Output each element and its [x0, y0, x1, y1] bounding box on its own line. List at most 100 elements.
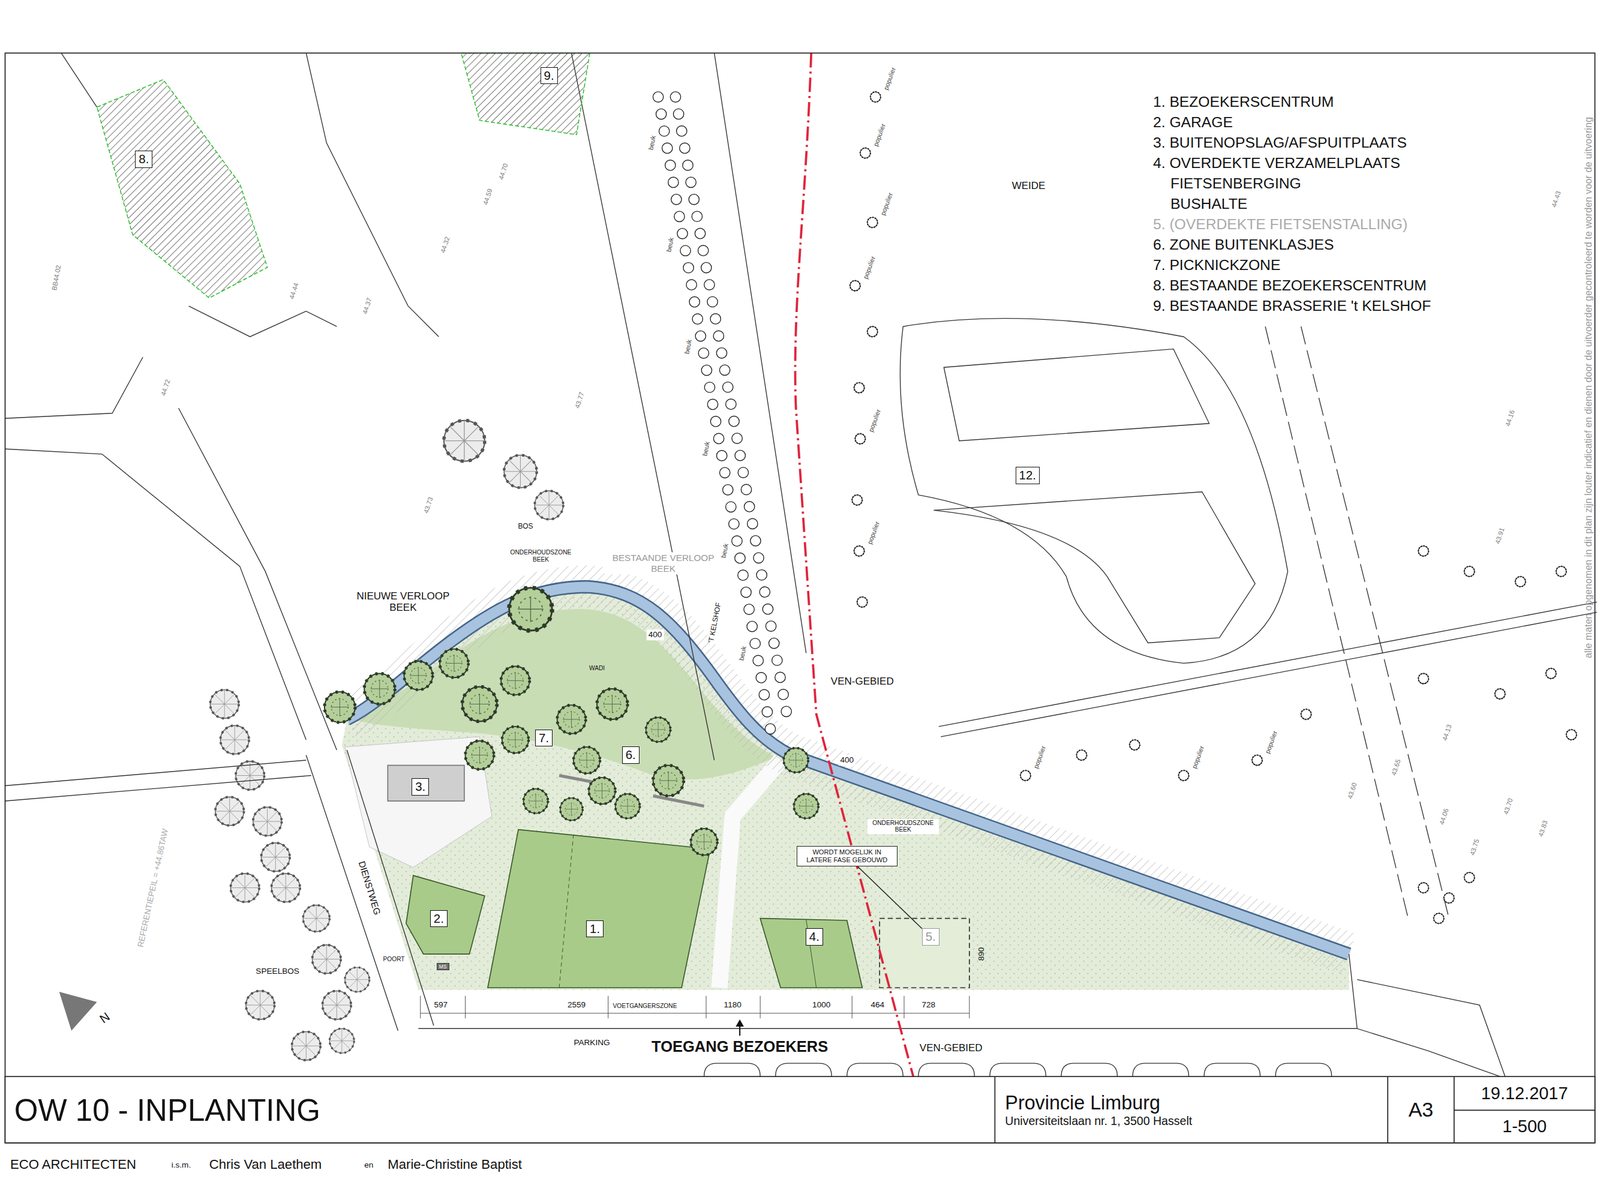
- plan-use: [503, 455, 537, 488]
- plan-path: [994, 1076, 1595, 1143]
- site-ground: [341, 586, 1350, 990]
- plan-use: [1020, 770, 1031, 781]
- legend-item: 4. OVERDEKTE VERZAMELPLAATS: [1153, 154, 1401, 172]
- plan-use: [364, 673, 395, 704]
- plan-use: [329, 1028, 354, 1053]
- leader-line: [857, 866, 923, 929]
- title-block: [5, 1076, 1596, 1143]
- plan-use: [215, 796, 245, 826]
- disclaimer-note: alle maten opgenomen in dit plan zijn lo…: [1582, 116, 1594, 659]
- title-block-cell: 1-500: [1454, 1110, 1596, 1143]
- credit: Marie-Christine Baptist: [387, 1156, 522, 1172]
- plan-use: [1301, 709, 1312, 720]
- plan-use: [462, 686, 498, 722]
- topography: [5, 52, 1598, 1077]
- area-name: BOS: [517, 522, 533, 531]
- plan-use: [245, 990, 275, 1020]
- plan-path: [5, 448, 307, 740]
- plan-use: [439, 649, 469, 678]
- node-text: A3: [1408, 1097, 1434, 1122]
- area-name: WEIDE: [1012, 179, 1046, 192]
- north-arrow: [59, 991, 98, 1031]
- dimension: 1180: [724, 1000, 742, 1011]
- plan-use: [860, 148, 871, 159]
- planted-trees: [324, 587, 819, 856]
- plan-path: [406, 875, 485, 954]
- zone-label: ONDERHOUDSZONE BEEK: [505, 548, 576, 564]
- plan-path: [61, 52, 98, 107]
- dimension: 400: [838, 754, 856, 766]
- callout-number: 7.: [535, 729, 553, 747]
- legend-item: 5. (OVERDEKTE FIETSENSTALLING): [1153, 215, 1408, 233]
- callout-number: 3.: [411, 778, 429, 795]
- stream-label: BESTAANDE VERLOOP BEEK: [604, 551, 723, 575]
- dimension: 597: [433, 1000, 448, 1011]
- node-text: 3.: [415, 779, 426, 794]
- dimension: 728: [921, 1000, 936, 1011]
- plan-use: [311, 944, 341, 974]
- plan-path: [1357, 979, 1506, 1077]
- plan-use: [851, 494, 863, 506]
- plan-use: [324, 691, 356, 723]
- plan-use: [850, 280, 861, 291]
- credit: Chris Van Laethem: [209, 1156, 323, 1172]
- legend-item: 2. GARAGE: [1153, 113, 1233, 131]
- stream-label: NIEUWE VERLOOP BEEK: [350, 589, 456, 615]
- plan-use: [588, 777, 615, 804]
- legend-item: 8. BESTAANDE BEZOEKERSCENTRUM: [1153, 277, 1427, 294]
- beech-row: [658, 97, 788, 730]
- node-text: 4.: [809, 929, 820, 944]
- callout-number: 6.: [622, 746, 640, 764]
- title-block-cell: A3: [1387, 1076, 1455, 1143]
- zone-label: ONDERHOUDSZONE BEEK: [867, 818, 939, 834]
- plan-use: [500, 666, 530, 696]
- plan-use: [1178, 770, 1190, 781]
- substation-box: MS: [436, 962, 450, 971]
- plan-use: [615, 793, 641, 819]
- dimension-line: [420, 995, 970, 1019]
- zone-label: VEN-GEBIED: [919, 1042, 983, 1055]
- plan-path: [559, 834, 574, 988]
- legend-item: BUSHALTE: [1170, 195, 1248, 213]
- plan-use: [793, 793, 819, 819]
- stream: [346, 586, 1349, 954]
- title-block-cell: 19.12.2017: [1454, 1076, 1596, 1110]
- existing-building: [97, 79, 268, 299]
- callout-number: 5.: [922, 928, 940, 945]
- plan-path: [760, 918, 863, 989]
- access-label: TOEGANG BEZOEKERS: [651, 1037, 828, 1056]
- plan-use: [302, 905, 330, 932]
- node-text: 12.: [1019, 467, 1037, 483]
- node-text: 5.: [925, 929, 936, 944]
- plan-path: [5, 760, 307, 786]
- dimension: 2559: [567, 1000, 586, 1011]
- plan-use: [653, 765, 684, 797]
- plan-use: [854, 433, 866, 444]
- plan-use: [230, 873, 260, 903]
- plan-use: [1515, 576, 1526, 587]
- callout-number: 2.: [430, 910, 448, 927]
- plan-polygon: [735, 1019, 744, 1027]
- plan-path: [933, 491, 1256, 644]
- plan-use: [1076, 749, 1087, 761]
- node-text: WORDT MOGELIJK IN LATERE FASE GEBOUWD: [802, 848, 893, 865]
- plan-use: [344, 967, 370, 992]
- node-text: 19.12.2017: [1481, 1082, 1569, 1104]
- node-text: 9.: [544, 68, 555, 83]
- plan-use: [1444, 892, 1455, 903]
- plan-path: [571, 52, 715, 761]
- plan-use: [509, 587, 552, 631]
- legend-item: FIETSENBERGING: [1170, 175, 1302, 192]
- plan-path: [305, 52, 439, 337]
- plan-use: [867, 326, 878, 337]
- plan-use: [854, 545, 865, 557]
- plan-path: [420, 1012, 970, 1014]
- callout-number: 8.: [134, 150, 153, 168]
- node-text: 2.: [433, 911, 444, 926]
- zone-label: WADI: [589, 664, 605, 672]
- plan-rect: [5, 1076, 1596, 1143]
- node-text: 7.: [538, 730, 549, 746]
